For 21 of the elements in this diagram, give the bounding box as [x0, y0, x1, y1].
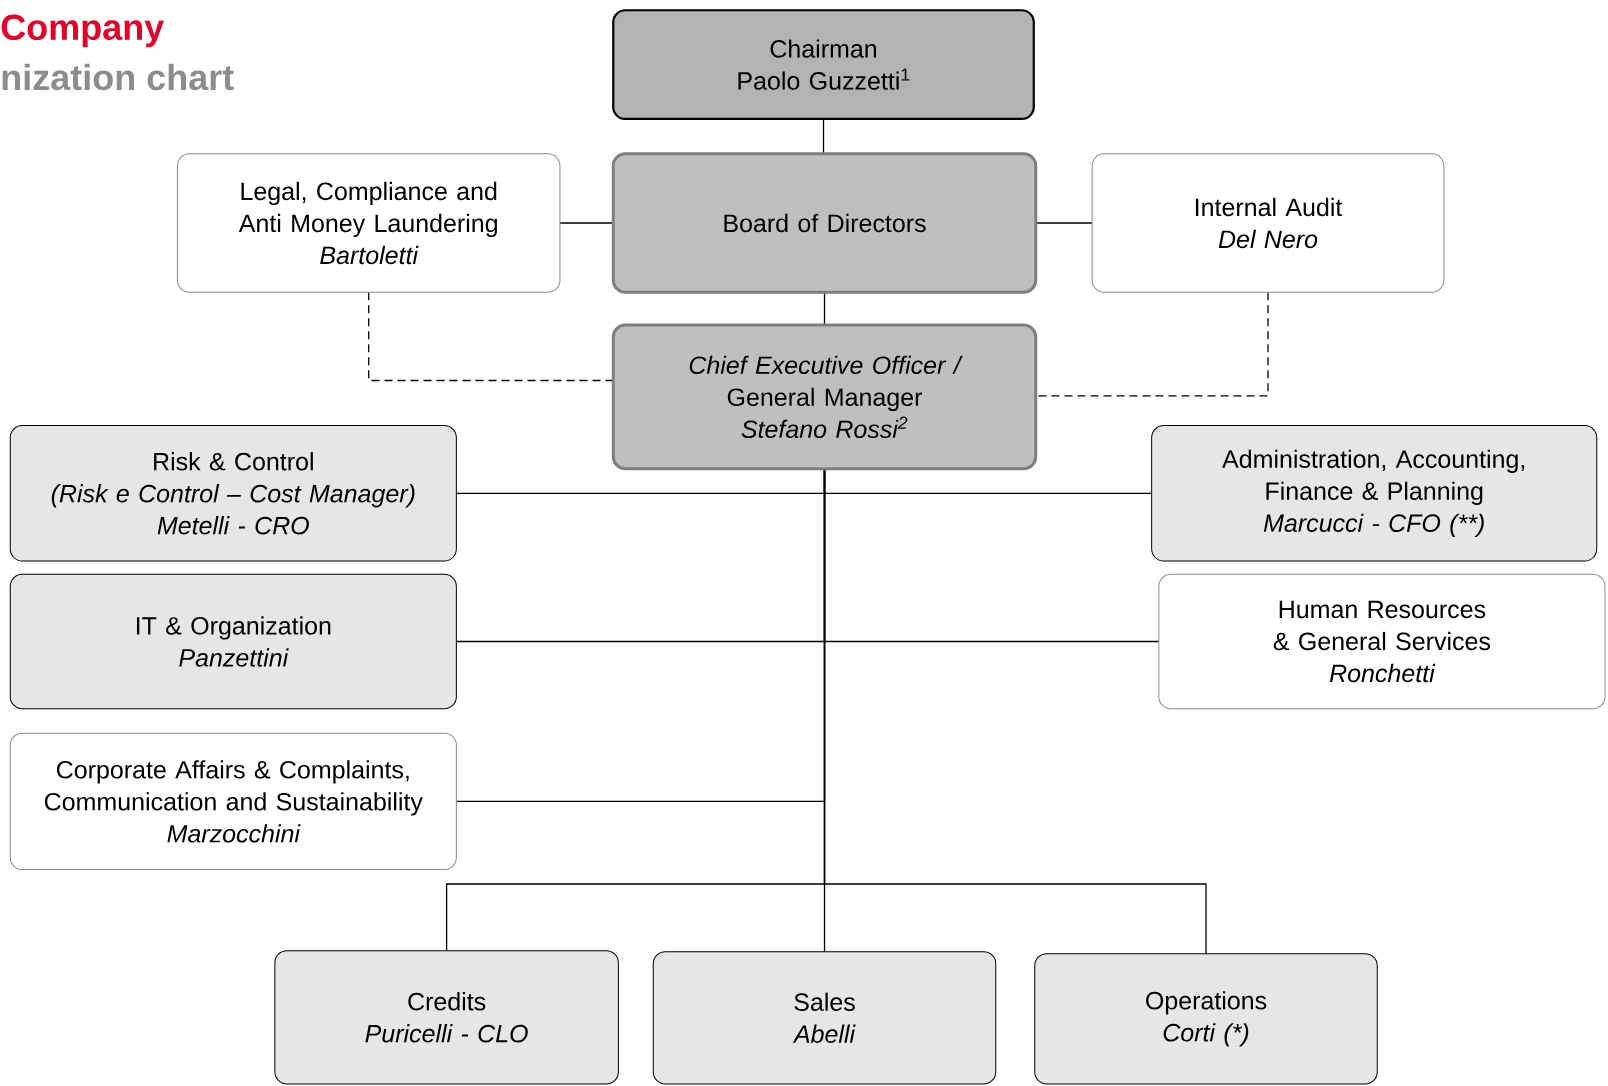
role-box: IT & Organization Panzettini: [9, 573, 457, 710]
role-box: Internal Audit Del Nero: [1091, 153, 1445, 293]
role-box: Risk & Control (Risk e Control – Cost Manager) Metelli - CRO: [9, 425, 457, 562]
chart-subtitle: nization chart: [2, 63, 234, 91]
connector-line: [1035, 222, 1093, 224]
role-box: Credits Puricelli - CLO: [274, 950, 619, 1085]
connector-line: [368, 291, 614, 382]
role-box: Sales Abelli: [652, 951, 997, 1085]
role-box: Chairman Paolo Guzzetti$^{1}$: [612, 9, 1035, 121]
connector-line: [559, 222, 614, 224]
role-box: Corporate Affairs & Complaints, Communication and Sustainability Marzocchini: [9, 732, 457, 871]
role-box: Operations Corti (*): [1034, 953, 1378, 1085]
connector-line: [823, 291, 826, 326]
connector-line: [823, 468, 1207, 955]
role-box: Human Resources & General Services Ronchetti: [1158, 573, 1606, 710]
connector-line: [822, 118, 825, 155]
chart-title: Company: [1, 14, 165, 48]
role-box: Legal, Compliance and Anti Money Laundering Bartoletti: [176, 153, 561, 293]
role-box: Board of Directors: [611, 152, 1038, 294]
role-box: Chief Executive Officer / General Manager Stefano Rossi$^{2}$: [611, 323, 1038, 471]
role-box: Administration, Accounting, Finance & Planning Marcucci - CFO (**): [1151, 425, 1598, 562]
